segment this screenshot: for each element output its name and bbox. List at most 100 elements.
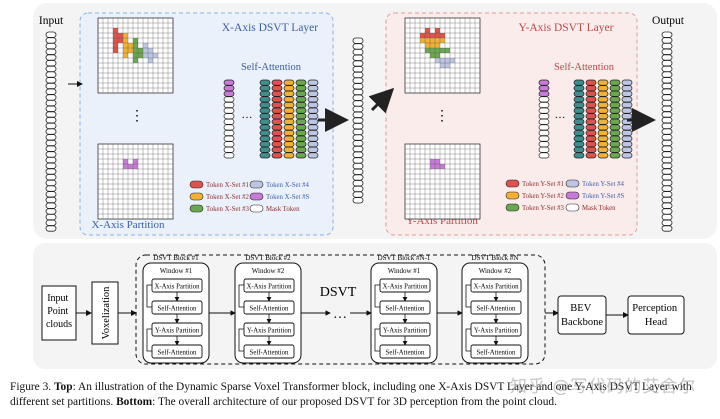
arrow-mid-to-y <box>368 87 395 114</box>
mid-token <box>352 106 364 113</box>
y-attn-token <box>573 130 585 136</box>
x-attn-token <box>271 102 283 108</box>
y-attn-token <box>538 102 550 108</box>
y-attn-token <box>573 152 585 159</box>
x-attn-token <box>283 135 295 142</box>
mid-token <box>352 180 364 187</box>
x-attn-token <box>295 141 307 148</box>
y-grid-bot-cell <box>435 159 440 164</box>
x-attn-token <box>295 146 307 153</box>
output-token <box>661 88 673 95</box>
mid-token <box>352 157 364 164</box>
y-legend-swatch <box>505 179 520 188</box>
output-token <box>661 196 673 204</box>
y-grid-top-cell <box>435 43 440 48</box>
x-attn-token <box>223 96 235 103</box>
x-grid-top-cell <box>118 33 123 38</box>
output-token <box>661 94 673 101</box>
x-grid-bot-cell <box>133 164 138 169</box>
x-grid-bot-cell <box>128 164 133 169</box>
y-grid-top-cell <box>430 38 435 43</box>
y-self-attention-label: Self-Attention <box>554 62 615 73</box>
dsvt-step-label: Y-Axis Partition <box>247 328 292 335</box>
x-grid-top-cell <box>128 48 133 53</box>
x-self-attention-label: Self-Attention <box>241 62 302 73</box>
y-grid-top-cell <box>425 48 430 53</box>
y-grid-top-cell <box>440 63 445 68</box>
y-attn-token <box>585 135 597 142</box>
y-attn-token <box>585 96 597 103</box>
x-grid-top-cell <box>133 48 138 53</box>
x-attn-token <box>223 146 235 153</box>
y-grid-top-cell <box>450 58 455 63</box>
x-legend-label: Token X-Set #1 <box>206 182 249 189</box>
x-attn-token <box>223 124 235 131</box>
y-attn-token <box>597 90 609 97</box>
y-attn-token <box>621 96 633 103</box>
mid-token <box>352 60 364 67</box>
y-grid-top-cell <box>425 38 430 43</box>
y-attn-token <box>597 85 609 92</box>
y-attn-token <box>538 107 550 114</box>
dsvt-step-label: X-Axis Partition <box>473 284 519 291</box>
x-attn-token <box>307 85 319 92</box>
x-grid-bot-grid <box>97 143 174 220</box>
x-attn-token <box>283 96 295 103</box>
dsvt-residual <box>374 328 380 352</box>
y-grid-top-cell <box>440 48 445 53</box>
x-attn-token <box>307 102 319 108</box>
x-grid-top-cell <box>148 48 153 53</box>
y-grid-top-grid <box>404 17 481 94</box>
y-attn-token <box>609 107 621 114</box>
output-token <box>661 111 673 118</box>
mid-token <box>352 174 364 181</box>
x-attn-token <box>259 118 271 125</box>
dsvt-step-label: Y-Axis Partition <box>474 328 519 335</box>
perception-head-label: Perception Head <box>632 303 680 328</box>
x-grid-top-cell <box>113 33 118 38</box>
output-token <box>661 219 673 226</box>
y-attn-token <box>597 102 609 108</box>
mid-token <box>352 54 364 61</box>
x-attn-token <box>223 107 235 114</box>
y-grid-top-cell <box>430 48 435 53</box>
output-label: Output <box>652 15 685 27</box>
x-legend-swatch <box>189 192 204 201</box>
y-legend-label: Token Y-Set #2 <box>522 193 565 200</box>
y-grid-bot-cell <box>435 164 440 169</box>
mid-token <box>352 71 364 78</box>
x-attn-token <box>295 118 307 125</box>
x-attn-token <box>271 79 283 86</box>
y-grid-bot-cell <box>440 164 445 169</box>
mid-token <box>352 77 364 84</box>
y-grid-top-cell <box>430 33 435 38</box>
voxelization-label: Voxelization <box>101 286 112 340</box>
y-attn-token <box>597 146 609 153</box>
y-grid-bot-cell <box>430 164 435 169</box>
y-grid-top-cell <box>445 58 450 63</box>
x-attn-token <box>259 141 271 148</box>
input-token <box>45 37 57 44</box>
y-attn-token <box>621 152 633 159</box>
y-grid-top-cell <box>425 28 430 33</box>
x-attn-ellipsis: … <box>242 109 253 121</box>
y-attn-token <box>597 113 609 120</box>
input-token <box>45 122 57 129</box>
dsvt-step-box <box>470 344 522 359</box>
input-token <box>45 54 57 61</box>
y-grid-top-cell <box>425 33 430 38</box>
mid-token <box>352 43 364 50</box>
y-legend-label: Token Y-Set #1 <box>522 181 564 188</box>
x-attn-token <box>271 96 283 103</box>
input-label: Input <box>39 15 64 27</box>
x-grid-top-cell <box>143 53 148 58</box>
x-legend-swatch <box>189 204 204 213</box>
y-attn-token <box>609 85 621 92</box>
output-token <box>661 122 673 129</box>
y-legend-swatch <box>505 203 520 212</box>
input-token <box>45 202 57 209</box>
x-grid-top-cell <box>153 53 158 58</box>
y-grid-top-cell <box>420 38 425 43</box>
x-attn-token <box>259 135 271 142</box>
x-legend-label: Token X-Set #3 <box>206 206 250 213</box>
